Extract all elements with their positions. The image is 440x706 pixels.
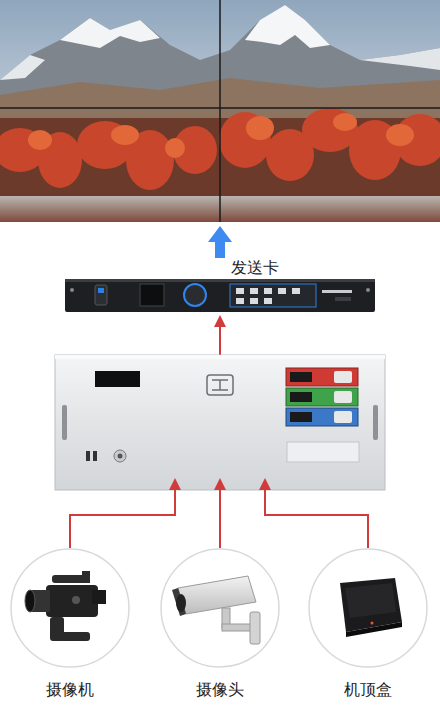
red-wires: [70, 490, 368, 548]
blue-arrow: [215, 240, 225, 258]
snow: [60, 18, 160, 48]
circle-outline: [160, 548, 280, 668]
sender-card: 发送卡: [65, 256, 375, 314]
cctv-icon: [172, 576, 260, 644]
red-arrow: [219, 325, 221, 356]
circle-outline: [11, 549, 129, 667]
circle-ground: [309, 549, 427, 667]
snow: [360, 48, 440, 70]
processor-chassis: [55, 355, 385, 490]
circle-outline: [10, 548, 130, 668]
wall-grid: [0, 107, 440, 109]
circle-ground: [161, 549, 279, 667]
snow: [245, 5, 330, 48]
source-label: 摄像头: [196, 680, 244, 699]
sky: [0, 0, 440, 222]
camcorder-icon: [25, 571, 106, 641]
source-circle: 摄像机: [10, 548, 130, 698]
source-label: 摄像机: [46, 680, 94, 699]
device-label: 发送卡: [231, 258, 279, 277]
red-arrowheads: [169, 478, 271, 490]
blue-arrow: [208, 226, 232, 242]
red-trees-light: [28, 113, 414, 158]
circle-outline: [308, 548, 428, 668]
circle-outline: [161, 549, 279, 667]
circle-outline: [309, 549, 427, 667]
set-top-box-icon: [340, 578, 402, 637]
circle-ground: [11, 549, 129, 667]
wall-grid: [219, 0, 221, 222]
source-label: 机顶盒: [344, 680, 392, 699]
red-arrow: [214, 315, 226, 327]
snow: [0, 55, 45, 80]
source-circle: 摄像头: [160, 548, 280, 698]
sender-card-device: [65, 279, 375, 312]
source-circle: 机顶盒: [308, 548, 428, 698]
